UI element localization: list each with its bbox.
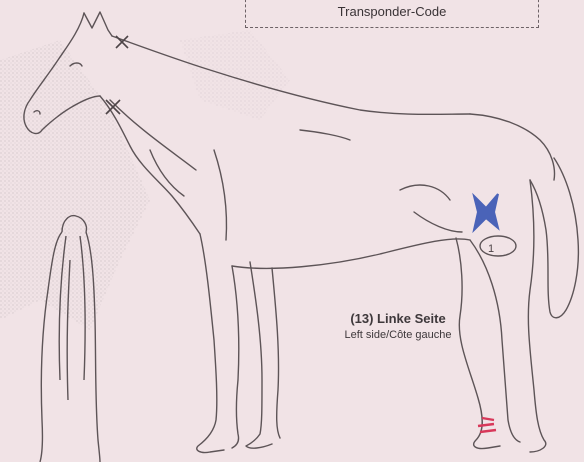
whorl-cross-marks	[106, 36, 128, 114]
vein-mark-number: 1	[488, 243, 494, 255]
vein-mark-oval	[480, 236, 516, 256]
view-title: (13) Linke Seite	[305, 311, 491, 326]
view-subtitle: Left side/Côte gauche	[305, 329, 491, 341]
blue-whorl-mark	[474, 194, 498, 230]
transponder-label: Transponder-Code	[338, 4, 447, 19]
shading-left	[0, 40, 150, 330]
shading-upper	[180, 30, 290, 120]
transponder-code-box: Transponder-Code	[245, 0, 539, 28]
view-caption: (13) Linke Seite Left side/Côte gauche	[305, 311, 491, 341]
